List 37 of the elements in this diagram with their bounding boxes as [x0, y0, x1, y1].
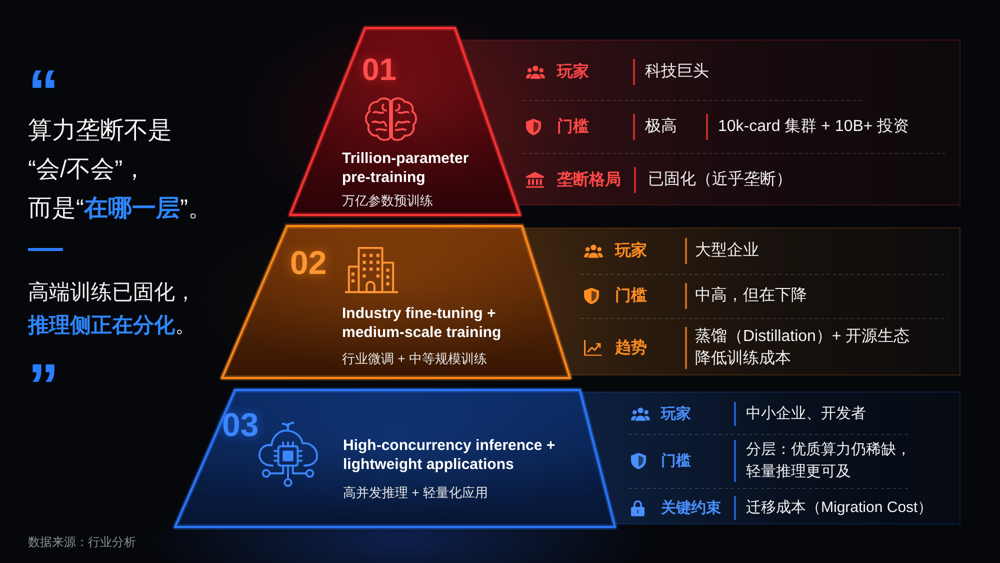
row-value: 分层：优质算力仍稀缺，轻量推理更可及 [746, 440, 911, 482]
quotation-mark: ” [28, 363, 59, 380]
row-label: 门槛 [557, 116, 589, 138]
tier-title: High-concurrency inference + lightweight applications [343, 436, 556, 474]
tier-number: 01 [362, 54, 396, 85]
tier-subtitle: 万亿参数预训练 [342, 192, 433, 208]
quote-text: 高端训练已固化，推理侧正在分化。 [28, 280, 196, 338]
row-value: 大型企业 [695, 240, 759, 261]
tier-number: 03 [222, 408, 259, 440]
tier-subtitle: 行业微调 + 中等规模训练 [342, 350, 487, 366]
pyramid-tier [222, 226, 570, 378]
row-label: 门槛 [615, 286, 647, 306]
source-note: 数据来源：行业分析 [28, 534, 136, 550]
row-label: 玩家 [661, 404, 691, 424]
row-label: 垄断格局 [557, 170, 621, 190]
row-value: 中小企业、开发者 [746, 404, 866, 424]
tier-subtitle: 高并发推理 + 轻量化应用 [343, 484, 488, 500]
pyramid-tier [175, 390, 615, 527]
row-label: 玩家 [615, 240, 647, 262]
row-value: 极高 [645, 116, 677, 137]
quotation-mark: “ [28, 69, 59, 86]
tier-title: Industry fine-tuning + medium-scale training [342, 304, 502, 342]
row-value: 迁移成本（Migration Cost） [746, 498, 933, 518]
tier-number: 02 [290, 246, 327, 278]
tier-title: Trillion-parameter pre-training [342, 148, 470, 186]
quote-text: 算力垄断不是“会/不会”，而是“在哪一层”。 [28, 116, 212, 224]
row-value: 科技巨头 [645, 62, 709, 82]
row-value: 中高，但在下降 [695, 286, 807, 306]
row-value: 已固化（近乎垄断） [648, 170, 792, 190]
row-label: 玩家 [557, 62, 589, 82]
row-value: 10k-card 集群 + 10B+ 投资 [718, 117, 910, 137]
row-label: 趋势 [615, 338, 647, 358]
row-label: 关键约束 [661, 498, 721, 518]
info-panel [580, 392, 960, 524]
info-panel [523, 228, 960, 375]
row-label: 门槛 [661, 452, 691, 472]
row-value: 蒸馏（Distillation）+ 开源生态降低训练成本 [695, 326, 910, 369]
